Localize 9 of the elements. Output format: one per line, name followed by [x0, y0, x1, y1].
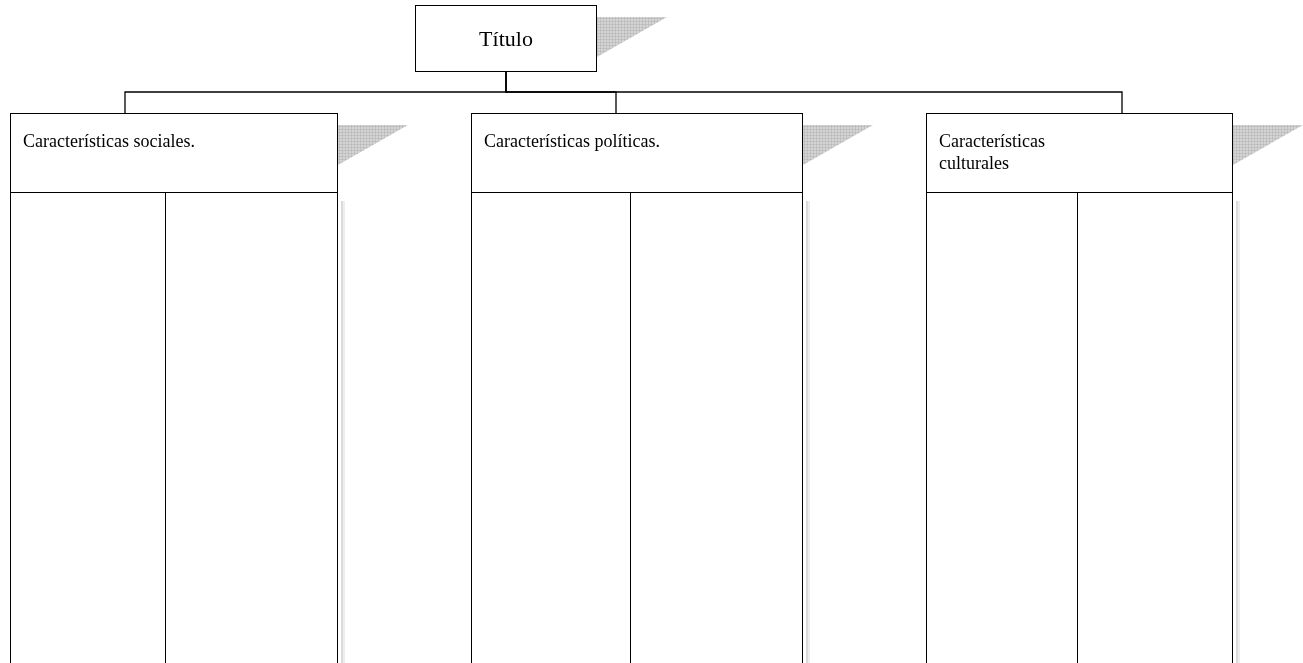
category-heading: Características políticas. — [484, 130, 661, 152]
title-box — [415, 5, 597, 72]
category-box — [10, 113, 338, 193]
connector-line — [505, 71, 1123, 114]
category-box — [471, 113, 803, 193]
category-heading: Características culturales — [939, 130, 1046, 174]
category-box — [926, 113, 1233, 193]
category-heading: Características sociales. — [23, 130, 196, 152]
title-text: Título — [479, 25, 533, 53]
